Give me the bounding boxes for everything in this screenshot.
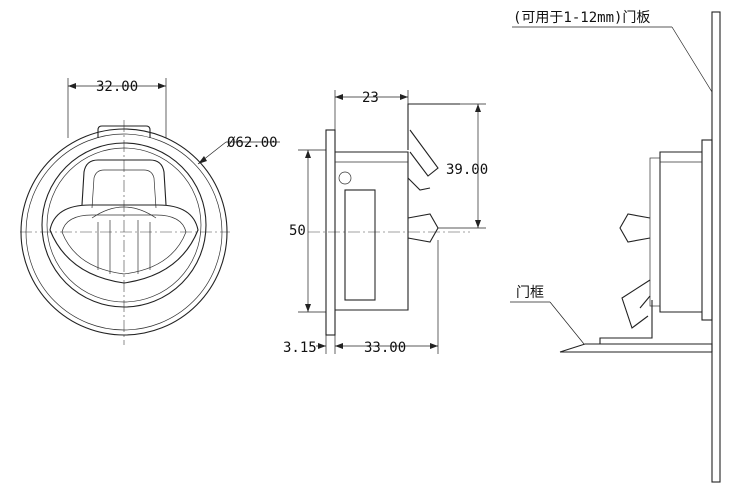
body-arrow-left <box>335 343 343 349</box>
panel-leader <box>671 26 713 93</box>
diameter-dim-label: Ø62.00 <box>227 135 278 151</box>
height-arrow-top <box>475 104 481 112</box>
side-housing <box>335 151 409 311</box>
latch-tongue <box>409 129 439 177</box>
latch-lower-hook <box>407 177 431 191</box>
install-housing <box>659 151 702 313</box>
door-frame-stop <box>599 300 653 344</box>
install-view: (可用于1-12mm)门板 门框 <box>510 10 721 483</box>
pull-handle-inner <box>61 214 187 275</box>
width-dim-label: 32.00 <box>96 79 138 95</box>
frame-leader <box>549 301 585 345</box>
depth-dim-label: 23 <box>362 90 379 106</box>
inner-cup-rim <box>46 147 202 303</box>
width-arrow-left <box>68 83 76 89</box>
install-latch-hook <box>639 295 651 309</box>
height-arrow-bottom <box>475 220 481 228</box>
height-dim-label: 39.00 <box>446 162 488 178</box>
side-pin <box>338 171 352 185</box>
install-flange <box>701 139 713 321</box>
install-housing-back <box>649 157 661 307</box>
front-view: 32.00 Ø62.00 <box>20 78 280 345</box>
door-panel <box>711 11 721 483</box>
handle-grip-arc <box>91 206 157 219</box>
handle-ring-inner <box>91 169 157 209</box>
latch-boss <box>97 125 151 138</box>
side-view: 23 39.00 50 3.15 33.00 <box>283 90 488 356</box>
side-guide-pin <box>407 213 439 243</box>
diameter-arrow <box>198 156 207 164</box>
door-frame-top <box>559 343 713 353</box>
outer-height-arrow-top <box>305 150 311 158</box>
side-back-body <box>344 189 376 301</box>
door-panel-note: (可用于1-12mm)门板 <box>513 10 650 26</box>
body-dim-label: 33.00 <box>364 340 406 356</box>
outer-flange-circle <box>20 128 228 336</box>
side-flange <box>325 129 336 336</box>
pull-handle-outer <box>49 204 199 284</box>
latch-spring-arm <box>407 103 460 150</box>
install-latch-tongue <box>621 279 651 329</box>
door-frame-note: 门框 <box>516 285 544 301</box>
outer-flange-inner-circle <box>25 133 223 331</box>
install-guide-pin <box>619 213 651 243</box>
flange-dim-label: 3.15 <box>283 340 317 356</box>
depth-arrow-left <box>335 94 343 100</box>
depth-arrow-right <box>400 94 408 100</box>
outer-height-arrow-bottom <box>305 304 311 312</box>
outer-height-dim-label: 50 <box>289 223 306 239</box>
flange-arrow <box>318 343 326 349</box>
body-arrow-right <box>430 343 438 349</box>
handle-ring-outer <box>81 159 167 206</box>
width-arrow-right <box>158 83 166 89</box>
inner-cup-circle <box>41 142 207 308</box>
